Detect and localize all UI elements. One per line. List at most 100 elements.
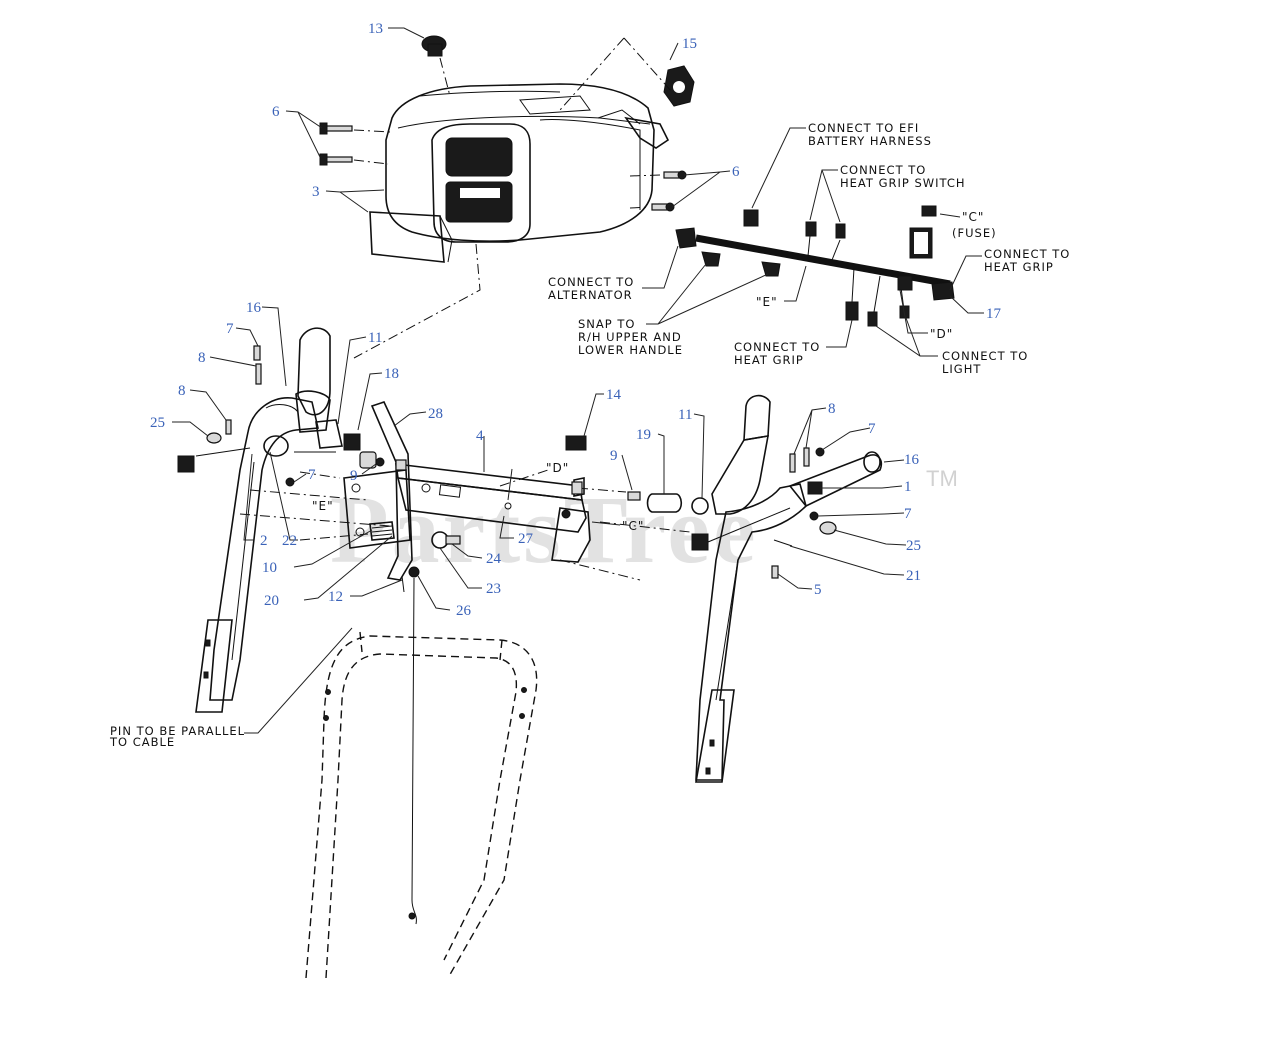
console-housing — [369, 83, 670, 263]
callout-4: 4 — [476, 428, 484, 444]
screws-6-left — [319, 122, 353, 166]
housing-hinge — [624, 116, 670, 149]
efi-connector — [743, 209, 759, 227]
label-heat-grip-bottom-1: CONNECT TO — [734, 340, 820, 354]
fuse-connector — [921, 205, 937, 217]
right-grip-cap — [743, 394, 771, 441]
leader-efi — [751, 127, 806, 209]
callout-1: 1 — [904, 479, 912, 495]
pin-8-right-a — [789, 453, 796, 473]
leader-6-left — [285, 110, 323, 158]
lever-assembly — [343, 401, 461, 593]
right-grip-end — [863, 451, 881, 473]
pin-8-left — [255, 363, 262, 385]
heat-switch-wire-b — [831, 239, 841, 261]
control-cable — [411, 577, 417, 925]
left-handle-inner-line — [231, 461, 255, 661]
callout-14: 14 — [606, 387, 622, 403]
left-handle-tube — [209, 397, 319, 701]
heat-grip-connector-bottom — [845, 301, 859, 321]
pivot-stud — [395, 459, 407, 471]
housing-outline — [385, 83, 655, 242]
axis-screw-a — [353, 129, 391, 133]
leader-heat-switch — [809, 169, 841, 223]
label-heat-switch-2: HEAT GRIP SWITCH — [840, 176, 966, 190]
knob-25-right — [819, 521, 837, 535]
screw-8-left-b — [225, 419, 232, 435]
axis-top-b — [623, 37, 673, 93]
panel-slot — [438, 484, 462, 498]
panel-hole-d — [504, 502, 512, 510]
right-handle-inner-line — [715, 559, 739, 701]
callout-7-left-b: 7 — [308, 467, 316, 483]
bolt-21 — [773, 539, 793, 547]
axis-lower-right — [559, 559, 641, 581]
label-alternator-1: CONNECT TO — [548, 275, 634, 289]
leader-c-panel — [591, 521, 621, 526]
leader-7-right — [821, 427, 871, 451]
label-fuse-1: "C" — [962, 210, 984, 224]
cable-end — [408, 912, 416, 920]
leader-alternator — [642, 245, 679, 289]
label-heat-grip-right-2: HEAT GRIP — [984, 260, 1054, 274]
bushing-9-left-nut — [375, 457, 385, 467]
spacer-19 — [646, 493, 683, 513]
assembly-lines — [239, 37, 691, 581]
callout-7-right-b: 7 — [904, 506, 912, 522]
axis-left-lower — [239, 513, 391, 527]
left-handle-lower-end — [195, 619, 233, 713]
heat-switch-connector-b — [835, 223, 846, 239]
lower-handle-outer — [305, 635, 538, 979]
callout-27: 27 — [518, 531, 534, 547]
lower-handle-hole-b — [323, 715, 329, 721]
callout-8-left: 8 — [198, 350, 206, 366]
housing-top-vent — [519, 95, 591, 115]
knob-13 — [421, 35, 447, 57]
leader-light — [875, 317, 938, 357]
callout-24: 24 — [486, 551, 502, 567]
leader-snap — [646, 263, 769, 325]
label-snap-1: SNAP TO — [578, 317, 635, 331]
left-heat-wire — [195, 447, 251, 457]
callout-7-right: 7 — [868, 421, 876, 437]
leader-2 — [243, 453, 254, 541]
pin-12 — [401, 575, 405, 593]
leader-3 — [325, 189, 385, 213]
callout-25-right: 25 — [906, 538, 921, 554]
leader-26 — [417, 575, 451, 611]
axis-knob — [439, 57, 451, 97]
left-switch-housing — [315, 419, 343, 449]
panel-bolt — [571, 481, 583, 495]
spring-10 — [369, 521, 395, 541]
left-handle-hole-a — [205, 639, 211, 647]
leader-23 — [439, 547, 482, 589]
left-handle-bend — [265, 404, 299, 413]
leader-16-right — [883, 459, 905, 463]
leader-21 — [789, 545, 905, 576]
callout-16-left: 16 — [246, 300, 262, 316]
leader-heat-grip-right — [949, 255, 982, 291]
panel-stud-c — [561, 509, 571, 519]
callout-8-right: 8 — [828, 401, 836, 417]
leader-20 — [303, 535, 393, 601]
leader-1 — [820, 485, 903, 489]
left-handle-bushing — [263, 435, 289, 457]
screw-6-left-a-head — [319, 122, 328, 135]
leader-7-right-b — [817, 512, 905, 517]
callout-8-left-b: 8 — [178, 383, 186, 399]
leader-11-left — [337, 336, 367, 425]
screw-6-left-b — [325, 156, 353, 163]
left-handle-hole-b — [203, 671, 209, 679]
label-c-panel: "C" — [622, 519, 644, 533]
callout-13: 13 — [368, 21, 383, 37]
leader-25-left — [172, 421, 209, 437]
lower-handle-cap-b — [499, 639, 503, 661]
screw-6-left-a — [325, 125, 353, 132]
housing-ridge — [397, 115, 651, 129]
connector-15-socket — [673, 81, 685, 93]
callout-7-left: 7 — [226, 321, 234, 337]
label-heat-switch-1: CONNECT TO — [840, 163, 926, 177]
lower-handle-inner — [325, 653, 518, 979]
leader-8-right — [793, 407, 827, 455]
